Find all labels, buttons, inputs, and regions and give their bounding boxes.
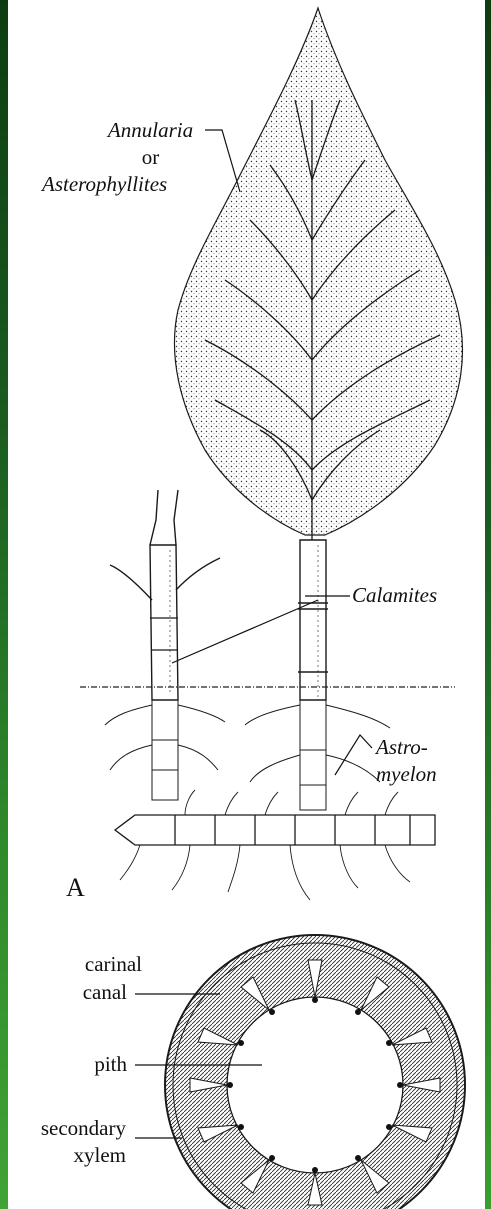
panel-label-a: A (66, 876, 85, 900)
label-annularia: Annularia (88, 118, 213, 142)
rhizome (115, 790, 435, 900)
stem-cross-section (165, 935, 465, 1209)
label-myelon: myelon (376, 762, 437, 786)
short-stump (110, 490, 220, 700)
label-astro: Astro- (376, 735, 428, 759)
tree-crown (174, 8, 462, 540)
tall-trunk (298, 540, 328, 700)
leader-astromyelon (335, 735, 372, 775)
label-calamites: Calamites (352, 583, 437, 607)
label-pith: pith (20, 1052, 127, 1076)
label-or: or (88, 145, 213, 169)
label-asterophyllites: Asterophyllites (42, 172, 167, 196)
label-canal: canal (20, 980, 127, 1004)
label-xylem: xylem (12, 1143, 126, 1167)
label-secondary: secondary (12, 1116, 126, 1140)
label-carinal: carinal (20, 952, 142, 976)
leader-calamites-stump (172, 600, 318, 663)
